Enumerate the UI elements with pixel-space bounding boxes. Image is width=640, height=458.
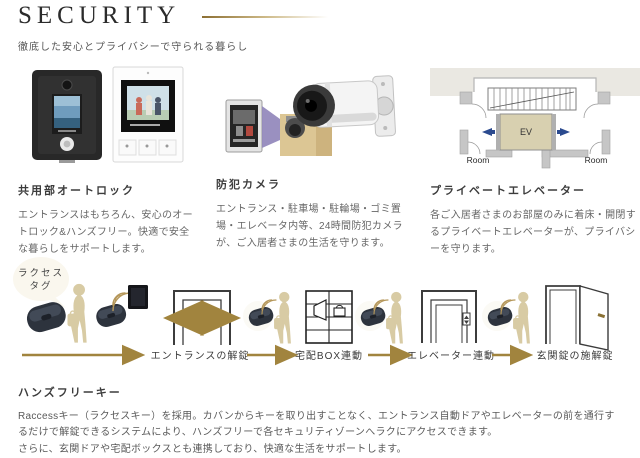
page-subtitle: 徹底した安心とプライバシーで守られる暮らし bbox=[18, 42, 249, 53]
handsfree-section: ハンズフリーキー Raccessキー（ラクセスキー）を採用。カバンからキーを取り… bbox=[18, 384, 623, 458]
plan-access-arrows bbox=[482, 128, 570, 136]
title-accent-line bbox=[202, 16, 329, 18]
flow-step-deliverybox-label: 宅配BOX連動 bbox=[295, 349, 363, 362]
delivery-box-icon bbox=[305, 290, 353, 344]
feature-camera: 防犯カメラ エントランス・駐車場・駐輪場・ゴミ置場・エレベータ内等、24時間防犯… bbox=[216, 60, 408, 258]
flow-step-elevator-label: エレベーター連動 bbox=[407, 349, 495, 362]
raccess-tag-bubble: ラクセス タグ bbox=[13, 257, 69, 308]
feature-autolock: 共用部オートロック エントランスはもちろん、安心のオートロック&ハンズフリー。快… bbox=[18, 60, 196, 258]
key-fob-signal-icon bbox=[94, 292, 132, 330]
handsfree-flow-diagram: ラクセス タグ bbox=[0, 256, 640, 378]
feature-heading-camera: 防犯カメラ bbox=[216, 179, 281, 191]
floorplan-illustration: EV Room Room bbox=[430, 68, 640, 169]
flow-step-frontdoor-label: 玄関錠の施解錠 bbox=[537, 349, 614, 362]
plan-ev-label: EV bbox=[520, 127, 532, 137]
wall-reader-icon bbox=[128, 285, 148, 309]
feature-heading-autolock: 共用部オートロック bbox=[18, 185, 135, 197]
plan-room-left-label: Room bbox=[467, 155, 490, 165]
flow-step-entrance-label: エントランスの解錠 bbox=[151, 349, 250, 362]
page-title: SECURITY bbox=[18, 2, 181, 29]
elevator-plan-image: EV Room Room bbox=[430, 60, 640, 172]
key-fob-signal-icon-2 bbox=[243, 299, 277, 331]
intercom-illustration bbox=[32, 66, 184, 163]
elevator-icon bbox=[421, 290, 477, 343]
camera-image bbox=[216, 60, 408, 172]
tag-bubble-line2: タグ bbox=[29, 280, 52, 292]
feature-columns: 共用部オートロック エントランスはもちろん、安心のオートロック&ハンズフリー。快… bbox=[18, 60, 640, 258]
handsfree-body1: Raccessキー（ラクセスキー）を採用。カバンからキーを取り出すことなく、エン… bbox=[18, 411, 615, 438]
handsfree-body2: さらに、玄関ドアや宅配ボックスとも連携しており、快適な生活をサポートします。 bbox=[18, 444, 407, 455]
autolock-image bbox=[18, 60, 196, 172]
handsfree-heading: ハンズフリーキー bbox=[18, 387, 122, 399]
plan-walls bbox=[459, 91, 611, 169]
feature-body-camera: エントランス・駐車場・駐輪場・ゴミ置場・エレベータ内等、24時間防犯カメラが、ご… bbox=[216, 204, 403, 249]
feature-body-elevator: 各ご入居者さまのお部屋のみに着床・開閉するプライベートエレベーターが、プライバシ… bbox=[430, 210, 636, 255]
feature-body-autolock: エントランスはもちろん、安心のオートロック&ハンズフリー。快適で安全な暮らしをサ… bbox=[18, 210, 193, 255]
header: SECURITY bbox=[18, 2, 329, 30]
walking-person-icon bbox=[67, 283, 87, 343]
walking-person-icon-4 bbox=[512, 291, 530, 344]
bullet-camera-icon bbox=[292, 75, 396, 137]
walking-person-icon-3 bbox=[385, 291, 403, 344]
walking-person-icon-2 bbox=[273, 291, 291, 344]
indoor-monitor-icon bbox=[112, 66, 184, 163]
tag-bubble-line1: ラクセス bbox=[18, 268, 64, 279]
feature-heading-elevator: プライベートエレベーター bbox=[430, 185, 586, 197]
monitor-icon bbox=[225, 99, 263, 153]
key-fob-signal-icon-3 bbox=[355, 299, 389, 331]
plan-room-right-label: Room bbox=[585, 155, 608, 165]
plan-stairs bbox=[487, 87, 577, 111]
feature-elevator: EV Room Room プライベートエレベーター 各ご入居者さまのお部屋のみに… bbox=[430, 60, 640, 258]
front-door-icon bbox=[545, 285, 609, 351]
plan-doors bbox=[467, 103, 603, 155]
key-fob-signal-icon-4 bbox=[482, 299, 516, 331]
plan-elevator-shaft: EV bbox=[496, 113, 556, 151]
camera-illustration bbox=[225, 75, 396, 156]
entrance-panel-icon bbox=[32, 70, 102, 163]
entrance-gate-icon bbox=[163, 290, 241, 345]
